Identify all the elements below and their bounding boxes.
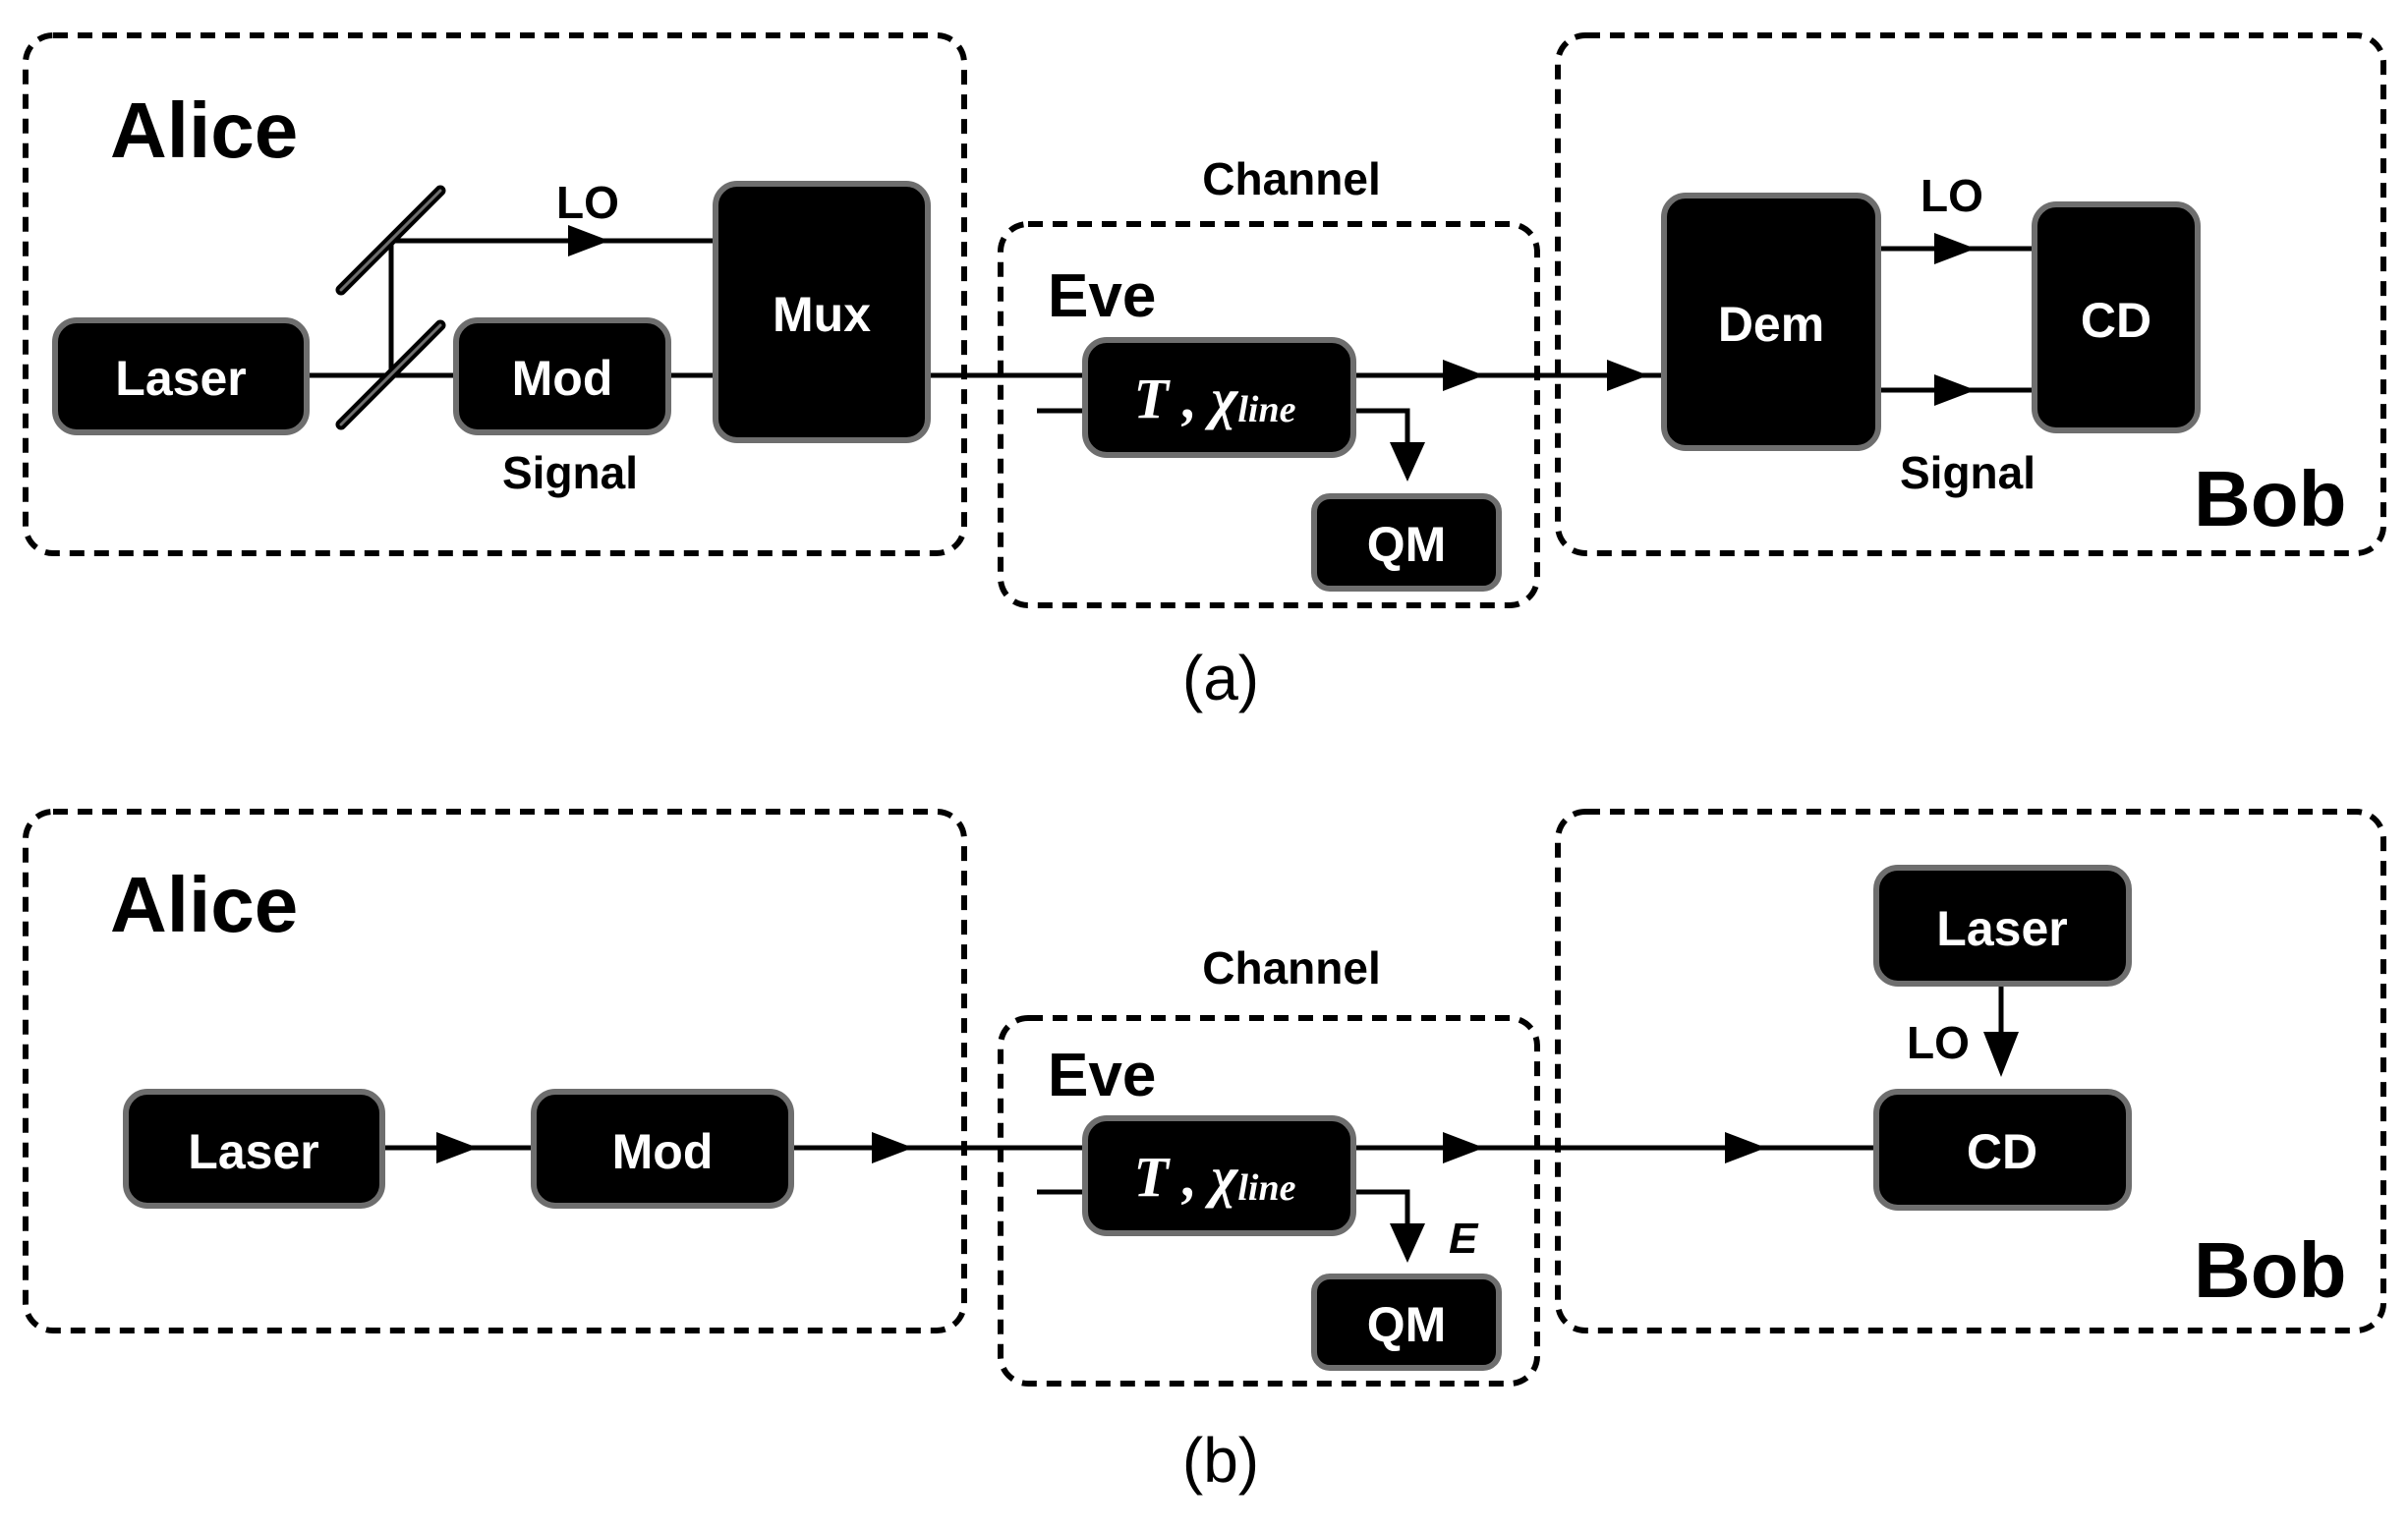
- e-label: E: [1449, 1215, 1479, 1263]
- qm-label: QM: [1367, 517, 1447, 572]
- cd-block-b: CD: [1873, 1089, 2132, 1211]
- lo-arrow-right-icon: [568, 225, 609, 256]
- eve-param-block-a: T , χline: [1082, 337, 1356, 458]
- laser-mod-arrow-right-icon: [436, 1132, 478, 1163]
- qm-block-a: QM: [1311, 493, 1502, 592]
- laser-label-alice-b: Laser: [188, 1124, 318, 1179]
- alice-region-b: [23, 809, 967, 1333]
- mod-block-a: Mod: [453, 317, 671, 435]
- channel-arrow-right-icon: [1443, 360, 1484, 391]
- mux-label: Mux: [773, 287, 871, 342]
- panel-a: Laser Mod Mux T , χline QM Dem CD Alice …: [23, 32, 2386, 713]
- lo-label-bob: LO: [1921, 170, 1983, 221]
- qm-label-b: QM: [1367, 1297, 1447, 1352]
- dem-block: Dem: [1661, 193, 1881, 451]
- cd-label: CD: [2081, 293, 2151, 348]
- lo-label-bob-b: LO: [1907, 1017, 1970, 1068]
- qm-block-b: QM: [1311, 1274, 1502, 1371]
- laser-block-b: Laser: [123, 1089, 385, 1209]
- laser-label-bob: Laser: [1936, 901, 2067, 956]
- channel-label-b: Channel: [1202, 942, 1380, 993]
- mod-output-arrow-right-icon: [872, 1132, 913, 1163]
- laser-label: Laser: [115, 351, 246, 406]
- channel-region-a: [998, 221, 1540, 608]
- channel-region-b: [998, 1015, 1540, 1387]
- bob-lo-arrow-right-icon: [1934, 233, 1976, 264]
- laser-block-a: Laser: [52, 317, 310, 435]
- bob-signal-arrow-right-icon: [1934, 374, 1976, 406]
- channel-arrow-right-icon-b: [1443, 1132, 1484, 1163]
- mux-block: Mux: [713, 181, 931, 443]
- param-label: T , χline: [1133, 367, 1295, 431]
- bob-label-a: Bob: [2194, 455, 2347, 542]
- eve-label-a: Eve: [1048, 262, 1156, 330]
- param-label-b: T , χline: [1133, 1145, 1295, 1210]
- mod-label-b: Mod: [612, 1124, 714, 1179]
- qm-arrow-down-icon: [1390, 442, 1425, 482]
- alice-region-a: [23, 32, 967, 556]
- alice-label-a: Alice: [110, 86, 298, 174]
- alice-label-b: Alice: [110, 861, 298, 948]
- panel-b: Laser Mod T , χline QM Laser CD Alice Bo…: [23, 809, 2386, 1496]
- bob-input-arrow-right-icon-b: [1725, 1132, 1766, 1163]
- arrows-b: [436, 1032, 2019, 1263]
- lo-arrow-down-icon: [1983, 1032, 2019, 1077]
- caption-a: (a): [1182, 643, 1259, 713]
- cd-label-b: CD: [1967, 1124, 2037, 1179]
- bob-region-a: [1555, 32, 2386, 556]
- eve-param-block-b: T , χline: [1082, 1115, 1356, 1236]
- channel-label-a: Channel: [1202, 153, 1380, 204]
- arrows-a: [568, 225, 1976, 482]
- mod-block-b: Mod: [531, 1089, 794, 1209]
- signal-label-bob: Signal: [1900, 447, 2035, 498]
- signal-label-alice: Signal: [502, 447, 638, 498]
- eve-label-b: Eve: [1048, 1042, 1156, 1109]
- beam-splitter-mirrors: [335, 185, 446, 430]
- bob-region-b: [1555, 809, 2386, 1333]
- laser-block-bob: Laser: [1873, 865, 2132, 987]
- bob-label-b: Bob: [2194, 1226, 2347, 1314]
- mod-label: Mod: [512, 351, 613, 406]
- caption-b: (b): [1182, 1425, 1259, 1496]
- lo-label-alice: LO: [556, 177, 619, 228]
- cd-block-a: CD: [2032, 201, 2201, 433]
- bob-input-arrow-right-icon: [1607, 360, 1648, 391]
- qm-arrow-down-icon-b: [1390, 1223, 1425, 1263]
- dem-label: Dem: [1718, 297, 1824, 352]
